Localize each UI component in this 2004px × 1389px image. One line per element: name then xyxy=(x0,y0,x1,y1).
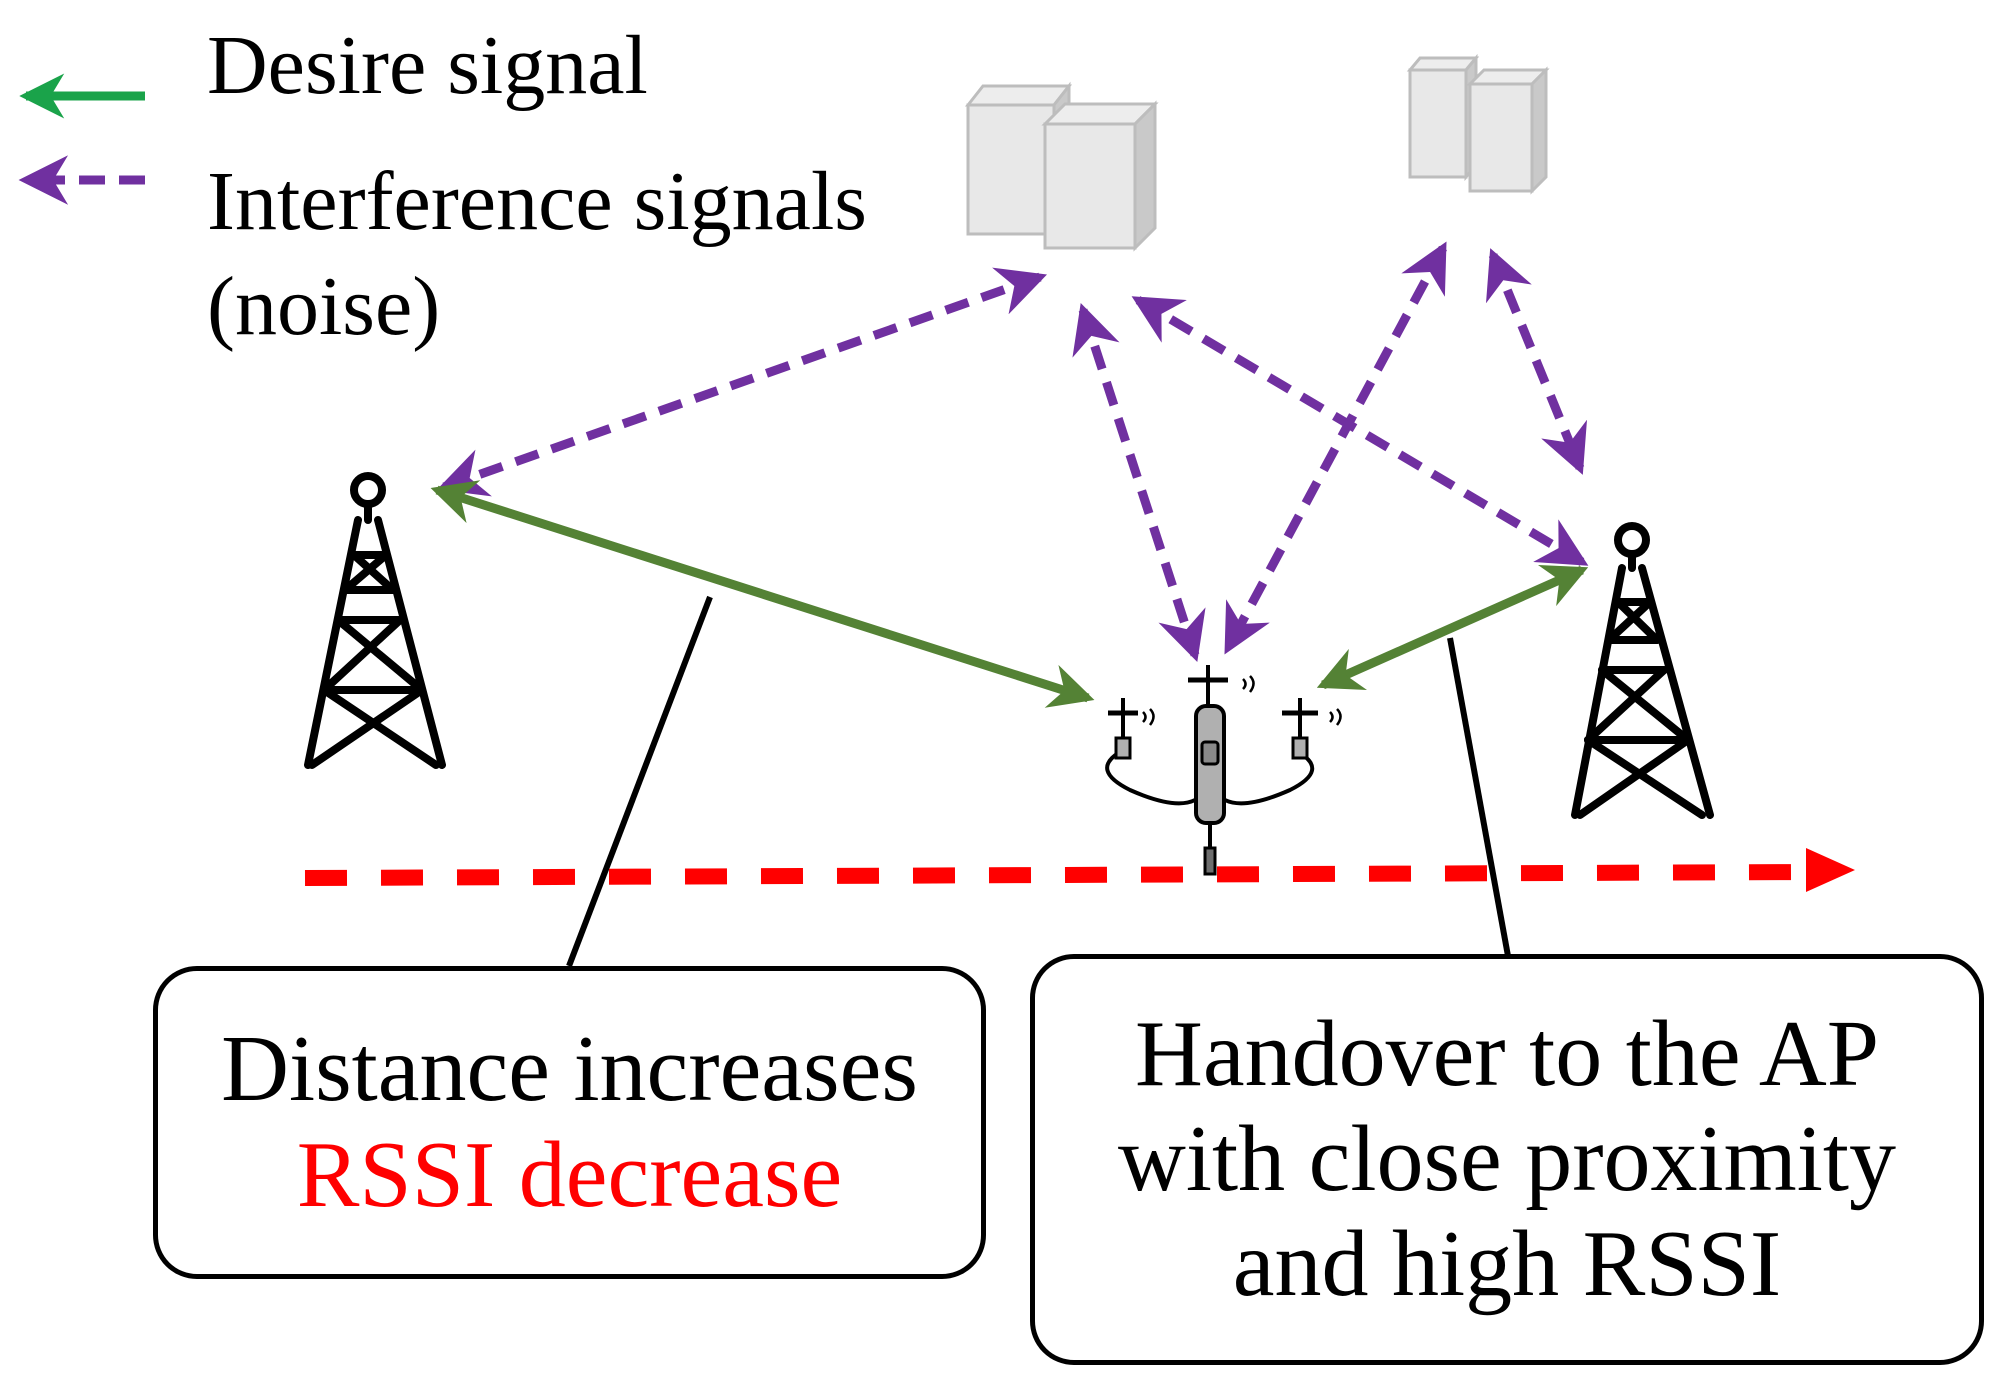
left-callout-pointer xyxy=(566,595,713,968)
building-icon xyxy=(1406,53,1550,195)
callout-left-line1: Distance increases xyxy=(221,1017,918,1122)
callout-right-line2: with close proximity xyxy=(1117,1106,1897,1211)
interference-arrow xyxy=(1485,248,1588,475)
drone-icon xyxy=(1105,665,1342,876)
interference-arrow xyxy=(1224,241,1447,655)
callout-handover: Handover to the AP with close proximity … xyxy=(1030,954,1984,1365)
interference-arrow xyxy=(436,267,1048,497)
callout-right-line3: and high RSSI xyxy=(1232,1212,1782,1317)
desire-signals xyxy=(430,480,1589,708)
legend-interference-sublabel: (noise) xyxy=(207,260,441,353)
legend-interference-label: Interference signals xyxy=(207,155,867,248)
callout-distance-rssi: Distance increases RSSI decrease xyxy=(153,966,986,1279)
interference-signals xyxy=(436,241,1589,663)
cell-tower-icon xyxy=(304,472,446,769)
desire-arrow-right-tower xyxy=(1316,564,1589,691)
right-callout-pointer xyxy=(1447,637,1511,957)
building-icon xyxy=(964,81,1159,252)
legend-desire-label: Desire signal xyxy=(207,19,648,112)
movement-path-arrow xyxy=(304,848,1855,892)
interference-arrow xyxy=(1131,296,1589,566)
callout-right-line1: Handover to the AP xyxy=(1134,1001,1880,1106)
interference-arrow xyxy=(1072,302,1206,663)
callout-left-line2: RSSI decrease xyxy=(296,1122,843,1227)
desire-arrow-left-tower xyxy=(430,480,1095,708)
cell-tower-icon xyxy=(1571,522,1714,819)
